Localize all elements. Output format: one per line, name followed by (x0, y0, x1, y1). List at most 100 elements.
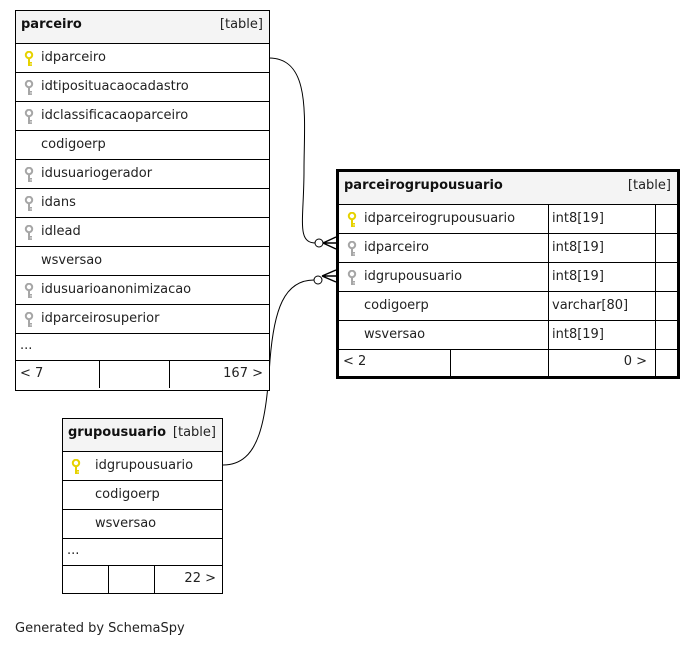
footer-divider (108, 566, 109, 593)
children-count[interactable]: 167 > (223, 366, 263, 381)
column-name: idgrupousuario (364, 269, 463, 284)
foreign-key-icon (347, 269, 357, 286)
column-row[interactable]: codigoerp varchar[80] (339, 292, 677, 321)
table-name: grupousuario (68, 425, 167, 440)
table-name: parceiro (21, 17, 82, 32)
column-type: varchar[80] (552, 298, 629, 313)
relation-crowfoot-marker (321, 269, 337, 283)
table-kind: [table] (219, 17, 263, 32)
column-name: idparceirogrupousuario (364, 211, 516, 226)
column-row[interactable]: codigoerp (63, 481, 222, 510)
column-row[interactable]: idparceirosuperior (16, 305, 269, 334)
column-row[interactable]: idgrupousuario int8[19] (339, 263, 677, 292)
foreign-key-icon (24, 79, 34, 96)
foreign-key-icon (24, 108, 34, 125)
relation-optional-marker (313, 275, 323, 285)
ellipsis-row: ... (16, 334, 269, 361)
footer-divider (450, 350, 451, 378)
column-row[interactable]: idans (16, 189, 269, 218)
column-divider (548, 263, 549, 291)
column-row[interactable]: idlead (16, 218, 269, 247)
foreign-key-icon (24, 282, 34, 299)
column-name: idans (41, 195, 76, 210)
generated-by-footer: Generated by SchemaSpy (15, 621, 185, 636)
footer-divider (154, 566, 155, 593)
column-name: idparceiro (364, 240, 429, 255)
children-count[interactable]: 22 > (184, 571, 216, 586)
table-footer: 22 > (63, 566, 222, 593)
column-type: int8[19] (552, 269, 604, 284)
column-row[interactable]: idparceiro (16, 44, 269, 73)
column-divider (548, 234, 549, 262)
column-row[interactable]: idgrupousuario (63, 452, 222, 481)
ellipsis: ... (20, 338, 33, 353)
table-name: parceirogrupousuario (344, 178, 503, 193)
column-divider (548, 205, 549, 233)
footer-divider (99, 361, 100, 388)
column-row[interactable]: wsversao int8[19] (339, 321, 677, 350)
ellipsis: ... (67, 543, 80, 558)
column-row[interactable]: wsversao (63, 510, 222, 539)
column-row[interactable]: idusuariogerador (16, 160, 269, 189)
column-name: wsversao (95, 516, 157, 531)
column-name: wsversao (364, 327, 426, 342)
column-name: idparceiro (41, 50, 106, 65)
column-name: idusuarioanonimizacao (41, 282, 192, 297)
column-row[interactable]: wsversao (16, 247, 269, 276)
column-name: wsversao (41, 253, 103, 268)
column-divider (655, 350, 656, 378)
table-parceiro[interactable]: parceiro [table] idparceiro idtiposituac… (15, 10, 270, 391)
column-type: int8[19] (552, 240, 604, 255)
table-header[interactable]: parceiro [table] (16, 11, 269, 44)
relation-optional-marker (314, 238, 324, 248)
column-name: idusuariogerador (41, 166, 153, 181)
parents-count[interactable]: < 2 (343, 354, 367, 369)
column-name: idclassificacaoparceiro (41, 108, 189, 123)
table-parceirogrupousuario[interactable]: parceirogrupousuario [table] idparceirog… (336, 169, 680, 379)
table-footer: < 7 167 > (16, 361, 269, 388)
column-name: codigoerp (364, 298, 429, 313)
column-name: idlead (41, 224, 81, 239)
column-row[interactable]: idusuarioanonimizacao (16, 276, 269, 305)
column-type: int8[19] (552, 327, 604, 342)
table-footer: < 2 0 > (339, 350, 677, 378)
column-name: idparceirosuperior (41, 311, 160, 326)
table-header[interactable]: parceirogrupousuario [table] (339, 172, 677, 205)
column-row[interactable]: codigoerp (16, 131, 269, 160)
column-divider (548, 321, 549, 349)
foreign-key-icon (24, 195, 34, 212)
foreign-key-icon (24, 311, 34, 328)
primary-key-icon (347, 211, 357, 228)
column-row[interactable]: idtiposituacaocadastro (16, 73, 269, 102)
column-name: codigoerp (95, 487, 160, 502)
foreign-key-icon (24, 166, 34, 183)
table-header[interactable]: grupousuario [table] (63, 419, 222, 452)
column-name: idtiposituacaocadastro (41, 79, 189, 94)
footer-divider (548, 350, 549, 378)
column-name: codigoerp (41, 137, 106, 152)
primary-key-icon (24, 50, 34, 67)
column-type: int8[19] (552, 211, 604, 226)
column-row[interactable]: idclassificacaoparceiro (16, 102, 269, 131)
table-grupousuario[interactable]: grupousuario [table] idgrupousuario codi… (62, 418, 223, 594)
foreign-key-icon (24, 224, 34, 241)
column-name: idgrupousuario (95, 458, 194, 473)
column-row[interactable]: idparceirogrupousuario int8[19] (339, 205, 677, 234)
children-count[interactable]: 0 > (623, 354, 647, 369)
footer-divider (169, 361, 170, 388)
column-divider (655, 205, 656, 233)
column-divider (655, 321, 656, 349)
column-divider (548, 292, 549, 320)
column-divider (655, 234, 656, 262)
relation-crowfoot-marker (322, 236, 337, 250)
column-divider (655, 263, 656, 291)
parents-count[interactable]: < 7 (20, 366, 44, 381)
table-kind: [table] (627, 178, 671, 193)
column-divider (655, 292, 656, 320)
primary-key-icon (71, 458, 81, 475)
relation-line-parceiro (268, 57, 317, 244)
table-kind: [table] (172, 425, 216, 440)
column-row[interactable]: idparceiro int8[19] (339, 234, 677, 263)
foreign-key-icon (347, 240, 357, 257)
